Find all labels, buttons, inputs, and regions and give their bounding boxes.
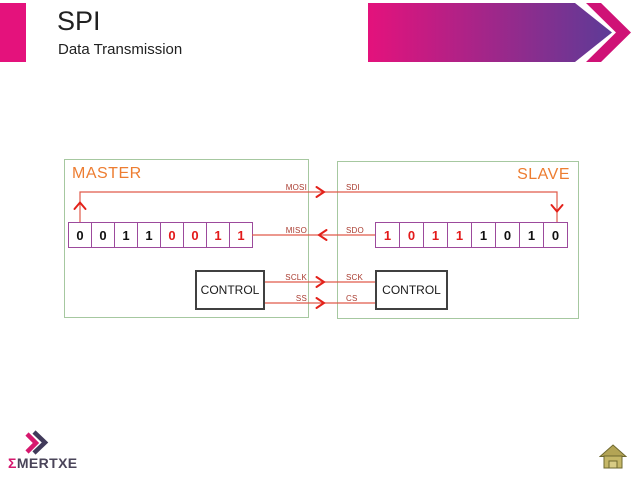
slave-bit-2: 1 — [423, 222, 448, 248]
slave-bit-3: 1 — [447, 222, 472, 248]
sclk-label: SCLK — [285, 273, 307, 282]
slave-control-block: CONTROL — [375, 270, 448, 310]
master-shift-register: 0 0 1 1 0 0 1 1 — [68, 222, 253, 248]
sdo-label: SDO — [346, 226, 364, 235]
home-icon-glyph — [598, 444, 628, 469]
slave-bit-0: 1 — [375, 222, 400, 248]
page-title: SPI — [57, 6, 101, 36]
master-label: MASTER — [72, 165, 142, 182]
logo-sigma: Σ — [8, 455, 17, 471]
mosi-right-arrow-icon — [315, 186, 326, 198]
master-bit-4: 0 — [160, 222, 184, 248]
banner-arrow-body — [368, 3, 612, 62]
miso-label: MISO — [285, 226, 307, 235]
master-bit-3: 1 — [137, 222, 161, 248]
sdi-label: SDI — [346, 183, 360, 192]
logo-text: ΣMERTXE — [8, 455, 78, 471]
miso-left-arrow-icon — [317, 229, 328, 241]
banner-chevron-icon — [586, 3, 631, 62]
slave-bit-1: 0 — [399, 222, 424, 248]
master-bit-5: 0 — [183, 222, 207, 248]
home-icon[interactable] — [598, 443, 628, 471]
slave-bit-4: 1 — [471, 222, 496, 248]
ss-label: SS — [295, 294, 307, 303]
mosi-label: MOSI — [285, 183, 307, 192]
logo-name: MERTXE — [16, 455, 78, 471]
cs-label: CS — [346, 294, 358, 303]
logo-chevron-icon — [25, 430, 49, 455]
ss-right-arrow-icon — [315, 297, 326, 309]
sclk-right-arrow-icon — [315, 276, 326, 288]
master-box — [64, 159, 309, 318]
slave-box — [337, 161, 579, 319]
master-control-block: CONTROL — [195, 270, 265, 310]
master-bit-6: 1 — [206, 222, 230, 248]
header-banner-arrow — [368, 3, 631, 62]
master-bit-1: 0 — [91, 222, 115, 248]
header-accent-block — [0, 3, 26, 62]
slave-bit-7: 0 — [543, 222, 568, 248]
emertxe-logo: ΣMERTXE — [8, 429, 98, 475]
master-bit-0: 0 — [68, 222, 92, 248]
master-bit-2: 1 — [114, 222, 138, 248]
sck-label: SCK — [346, 273, 364, 282]
slave-bit-5: 0 — [495, 222, 520, 248]
slave-shift-register: 1 0 1 1 1 0 1 0 — [375, 222, 568, 248]
slave-bit-6: 1 — [519, 222, 544, 248]
slave-label: SLAVE — [517, 166, 570, 183]
master-bit-7: 1 — [229, 222, 253, 248]
page-subtitle: Data Transmission — [58, 41, 183, 58]
